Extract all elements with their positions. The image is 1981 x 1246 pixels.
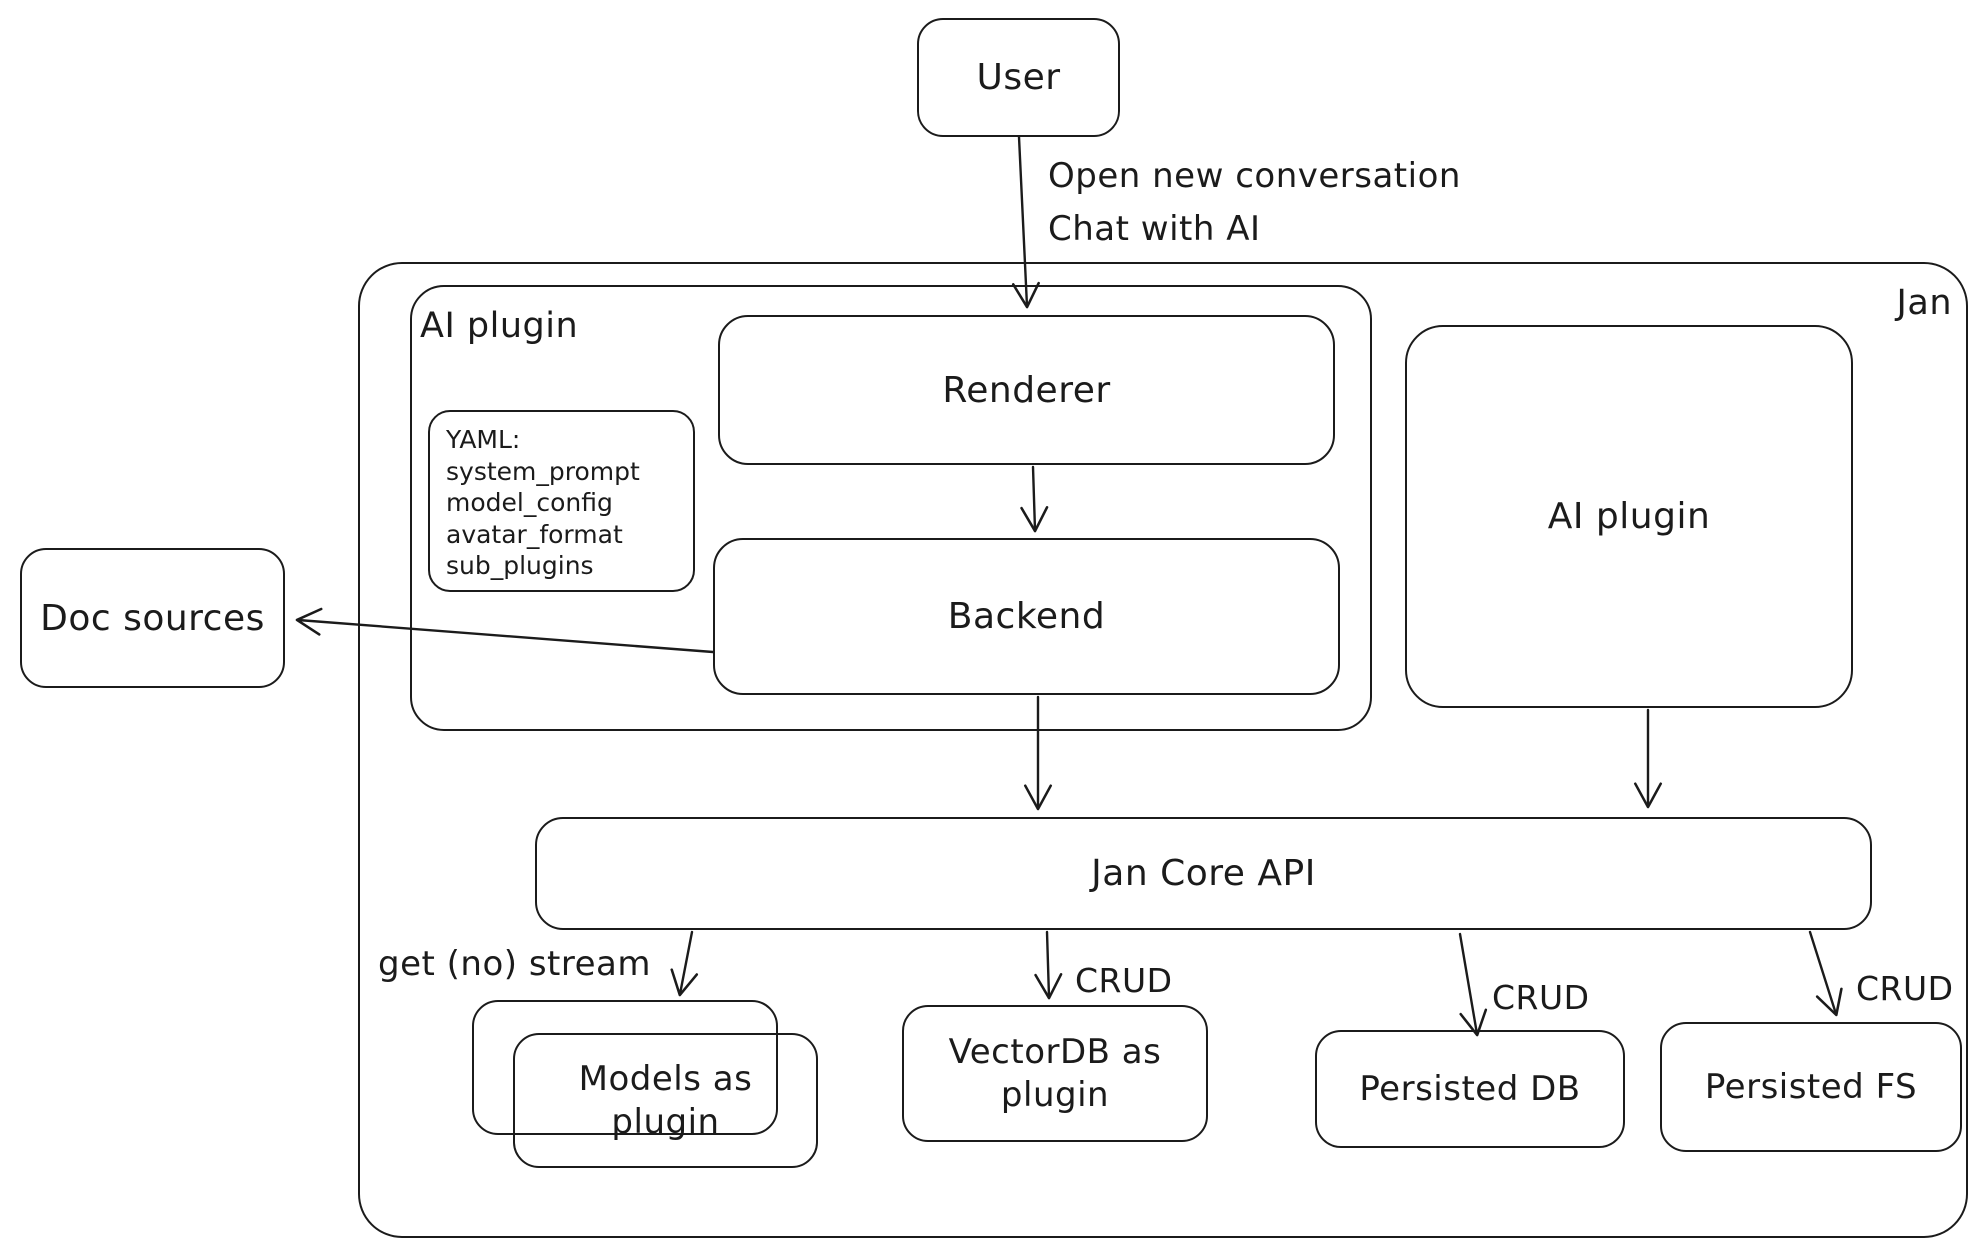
jan-container-label: Jan bbox=[1896, 283, 1952, 323]
doc-sources-node-label: Doc sources bbox=[40, 597, 265, 639]
vectordb-plugin-node: VectorDB as plugin bbox=[902, 1005, 1208, 1142]
persisted-db-node-label: Persisted DB bbox=[1359, 1068, 1581, 1109]
ai-plugin-node-label: AI plugin bbox=[1547, 496, 1711, 537]
persisted-fs-node-label: Persisted FS bbox=[1704, 1066, 1918, 1107]
yaml-note-title: YAML: bbox=[446, 425, 521, 454]
jan-container-box bbox=[358, 262, 1968, 1238]
models-plugin-back-box bbox=[472, 1000, 778, 1135]
models-plugin-node-label: Models as plugin bbox=[578, 1059, 764, 1142]
crud-vectordb-edge-label: CRUD bbox=[1075, 961, 1173, 1000]
crud-persisted-fs-edge-label: CRUD bbox=[1856, 969, 1954, 1008]
ai-plugin-node: AI plugin bbox=[1405, 325, 1853, 708]
jan-core-api-node-label: Jan Core API bbox=[1091, 853, 1316, 894]
renderer-node-label: Renderer bbox=[942, 369, 1111, 411]
models-plugin-node: Models as plugin bbox=[513, 1033, 818, 1168]
backend-node-label: Backend bbox=[947, 596, 1106, 637]
jan-core-api-node: Jan Core API bbox=[535, 817, 1872, 930]
user-node-label: User bbox=[976, 57, 1061, 98]
yaml-note-line: sub_plugins bbox=[446, 551, 594, 580]
get-no-stream-edge-label: get (no) stream bbox=[378, 944, 651, 984]
yaml-note-line: model_config bbox=[446, 488, 613, 517]
user-node: User bbox=[917, 18, 1120, 137]
ai-plugin-group-box bbox=[410, 285, 1372, 731]
vectordb-plugin-node-label: VectorDB as plugin bbox=[948, 1032, 1173, 1115]
edge-label-line: Open new conversation bbox=[1048, 156, 1461, 196]
persisted-fs-node: Persisted FS bbox=[1660, 1022, 1962, 1152]
user-to-renderer-edge-label: Open new conversation Chat with AI bbox=[1048, 150, 1461, 255]
ai-plugin-group-label: AI plugin bbox=[420, 306, 579, 346]
doc-sources-node: Doc sources bbox=[20, 548, 285, 688]
yaml-note-line: system_prompt bbox=[446, 456, 640, 486]
yaml-note-box: YAML: system_prompt model_config avatar_… bbox=[428, 410, 695, 592]
backend-node: Backend bbox=[713, 538, 1340, 695]
renderer-node: Renderer bbox=[718, 315, 1335, 465]
yaml-note-line: avatar_format bbox=[446, 519, 623, 549]
edge-label-line: Chat with AI bbox=[1048, 208, 1261, 249]
persisted-db-node: Persisted DB bbox=[1315, 1030, 1625, 1148]
crud-persisted-db-edge-label: CRUD bbox=[1492, 978, 1590, 1017]
